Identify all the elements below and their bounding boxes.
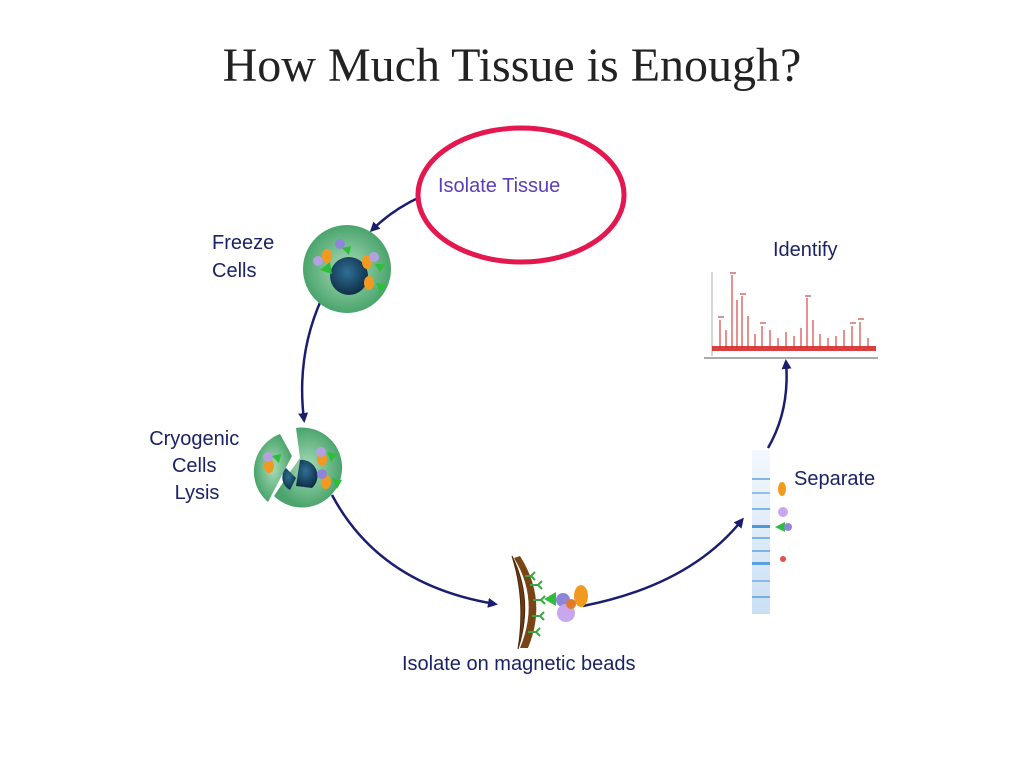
arrow-lysis-to-beads xyxy=(330,494,498,608)
highlight-ring xyxy=(415,125,627,265)
mass-spectrum-icon xyxy=(704,272,878,359)
step-label-separate: Separate xyxy=(794,468,875,490)
arrow-separate-to-identify xyxy=(766,359,792,449)
step-label-beads: Isolate on magnetic beads xyxy=(402,653,636,675)
cell-icon xyxy=(303,225,391,313)
arrow-isolate-to-freeze xyxy=(369,195,421,233)
step-label-identify: Identify xyxy=(773,239,837,261)
magnetic-bead-icon xyxy=(511,555,588,650)
arrow-beads-to-separate xyxy=(582,517,744,608)
gel-lane-icon xyxy=(752,450,792,614)
step-label-isolate-tissue: Isolate Tissue xyxy=(438,175,560,197)
lysed-cell-icon xyxy=(253,427,343,508)
cycle-arrows xyxy=(298,195,792,608)
step-label-lysis: Cryogenic Cells Lysis xyxy=(149,428,245,504)
slide-title: How Much Tissue is Enough? xyxy=(222,39,802,92)
step-label-freeze: Freeze Cells xyxy=(212,232,280,282)
arrow-freeze-to-lysis xyxy=(298,297,324,423)
